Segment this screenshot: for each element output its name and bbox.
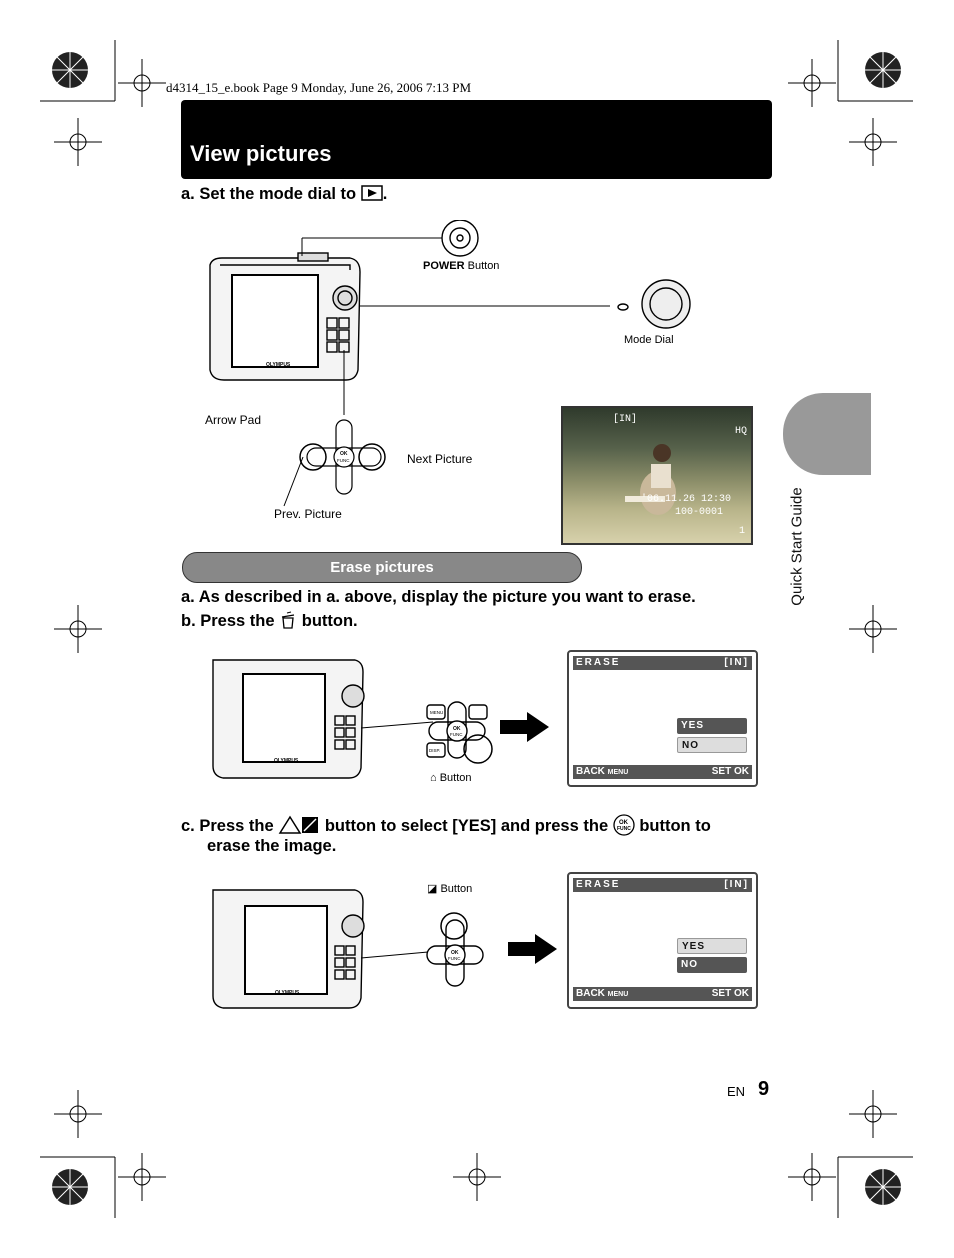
screen-1-memory: [IN] [724, 657, 749, 668]
svg-text:OK: OK [340, 451, 348, 457]
side-tab [783, 393, 871, 475]
screen-2-set: SET [711, 988, 732, 999]
brand-label: OLYMPUS [266, 362, 291, 368]
screen-2-no-option[interactable]: NO [677, 957, 747, 973]
screen-2-footer: BACK MENU SET OK [573, 987, 752, 1001]
page-number: 9 [758, 1078, 770, 1100]
playback-icon [360, 185, 383, 201]
ok-func-icon: OK FUNC [613, 814, 635, 836]
next-picture-label: Next Picture [407, 452, 473, 466]
playback-photo: [IN] HQ '06.11.26 12:30 100-0001 1 [561, 406, 753, 545]
step-a: a. Set the mode dial to . [181, 185, 388, 203]
photo-scene [625, 444, 676, 515]
photo-count: 1 [738, 526, 745, 537]
screen-2-yes-option[interactable]: YES [677, 938, 747, 954]
page-language: EN [727, 1084, 746, 1099]
svg-text:FUNC: FUNC [448, 956, 461, 961]
svg-text:OLYMPUS: OLYMPUS [274, 758, 299, 764]
exposure-icon: ◪ [427, 883, 438, 895]
screen-2-title-bar: ERASE [IN] [573, 878, 752, 892]
print-header: d4314_15_e.book Page 9 Monday, June 26, … [166, 80, 472, 95]
step-erase-b: b. Press the button. [181, 611, 358, 631]
svg-text:FUNC: FUNC [617, 826, 631, 832]
step-c-line2: erase the image. [207, 837, 337, 855]
flash-button-text: Button [440, 883, 473, 895]
screen-2-memory: [IN] [724, 879, 749, 890]
erase-screen-2: ERASE [IN] YES NO BACK MENU SET OK [567, 872, 758, 1009]
side-tab-text: Quick Start Guide [788, 487, 806, 606]
step-c-pre: c. Press the [181, 817, 274, 835]
svg-text:MENU: MENU [430, 710, 443, 715]
step-c-mid: button to select [YES] and press the [324, 817, 609, 835]
svg-text:FUNC: FUNC [337, 458, 350, 463]
screen-1-set-key: OK [734, 766, 749, 777]
delete-button-label: ⌂ Button [430, 772, 472, 784]
erase-section-title: Erase pictures [182, 552, 582, 583]
mode-dial-label: Mode Dial [624, 334, 674, 346]
svg-text:FUNC: FUNC [450, 732, 463, 737]
photo-date: '06.11.26 12:30 [641, 494, 732, 505]
step-erase-a: a. As described in a. above, display the… [181, 588, 696, 606]
screen-2-set-key: OK [734, 988, 749, 999]
step-c-post: button to [639, 817, 711, 835]
power-word: POWER [423, 260, 465, 272]
screen-2-back: BACK [576, 988, 605, 999]
power-button-label: POWER Button [423, 260, 499, 272]
select-yes-camera-diagram: OLYMPUS OK FUNC [212, 889, 557, 1009]
screen-2-back-key: MENU [607, 991, 629, 998]
screen-1-back: BACK [576, 766, 605, 777]
svg-text:OK: OK [619, 820, 629, 826]
camera-playback-diagram: OLYMPUS OK FUNC [209, 220, 691, 507]
up-exposure-icon [278, 815, 319, 834]
photo-file: 100-0001 [675, 507, 724, 518]
step-erase-b-pre: b. Press the [181, 612, 275, 630]
erase-camera-diagram: OLYMPUS MENU DISP. OK FUNC [212, 659, 549, 779]
power-button-suffix: Button [467, 260, 500, 272]
page-title: View pictures [190, 141, 332, 166]
screen-1-no-option[interactable]: NO [677, 737, 747, 753]
prev-picture-label: Prev. Picture [274, 507, 342, 521]
screen-1-yes-option[interactable]: YES [677, 718, 747, 734]
screen-1-title-bar: ERASE [IN] [573, 656, 752, 670]
arrow-pad-label: Arrow Pad [205, 413, 262, 427]
screen-1-footer: BACK MENU SET OK [573, 765, 752, 779]
trash-icon [282, 611, 295, 629]
photo-quality: HQ [734, 426, 747, 437]
trash-icon-small: ⌂ [430, 772, 437, 784]
step-erase-b-post: button. [301, 612, 358, 630]
step-a-text: a. Set the mode dial to [181, 185, 357, 203]
screen-1-set: SET [711, 766, 732, 777]
step-c: c. Press the button to select [YES] and … [181, 814, 711, 836]
svg-text:OLYMPUS: OLYMPUS [275, 990, 300, 996]
screen-1-back-key: MENU [607, 769, 629, 776]
screen-2-title: ERASE [576, 879, 621, 890]
svg-text:OK: OK [451, 950, 459, 956]
svg-text:OK: OK [453, 726, 461, 732]
flash-button-label: ◪ Button [427, 882, 472, 895]
title-bar: View pictures [181, 100, 772, 179]
photo-memory: [IN] [613, 414, 638, 425]
delete-button-text: Button [439, 772, 472, 784]
svg-text:DISP.: DISP. [429, 748, 440, 753]
erase-screen-1: ERASE [IN] YES NO BACK MENU SET OK [567, 650, 758, 787]
arrow-pad-diagram [299, 419, 386, 495]
screen-1-title: ERASE [576, 657, 621, 668]
